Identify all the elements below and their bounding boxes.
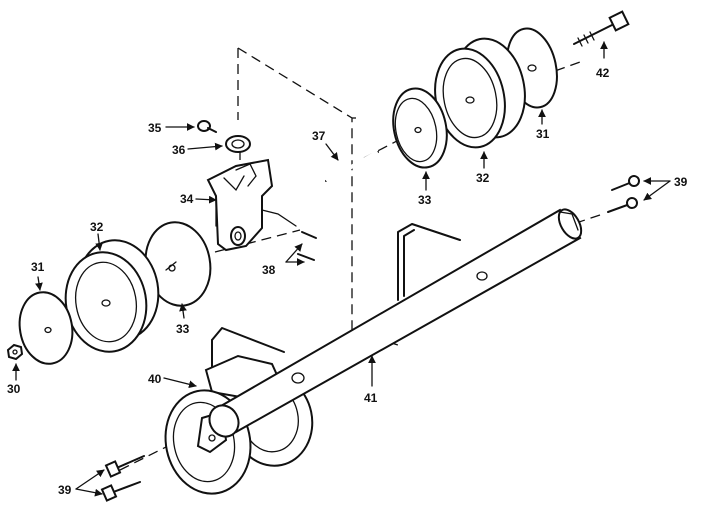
rear-rim-33: [392, 87, 448, 169]
front-wheel-32: [64, 239, 160, 353]
label-31-left: 31: [31, 260, 45, 274]
label-36: 36: [172, 143, 186, 157]
label-31-right: 31: [536, 127, 550, 141]
nut-30: [6, 343, 24, 361]
label-41: 41: [364, 391, 378, 405]
axle-pin-37: [325, 151, 379, 182]
label-35: 35: [148, 121, 162, 135]
screw-35: [197, 120, 217, 133]
label-33-right: 33: [418, 193, 432, 207]
label-42: 42: [596, 66, 610, 80]
label-38: 38: [262, 263, 276, 277]
bolts-39-left: [100, 455, 145, 502]
bracket-34: [206, 158, 297, 252]
label-32-right: 32: [476, 171, 490, 185]
rear-wheel-32: [434, 37, 526, 149]
fittings-38: [297, 231, 317, 261]
bolt-42: [573, 10, 630, 47]
front-hubcap-31: [18, 291, 74, 365]
label-39-right: 39: [674, 175, 688, 189]
bolts-39-right: [607, 175, 640, 213]
handle-frame: [211, 223, 461, 371]
label-32-left: 32: [90, 220, 104, 234]
label-34: 34: [180, 192, 194, 206]
axle-tube-41: [208, 208, 583, 438]
washer-36: [225, 135, 251, 153]
label-37: 37: [312, 129, 326, 143]
label-40: 40: [148, 372, 162, 386]
part-labels: 30 31 32 33 34 35 36 37 38 33 32 31 42 3…: [7, 66, 688, 497]
label-30: 30: [7, 382, 21, 396]
label-39-left: 39: [58, 483, 72, 497]
label-33-left: 33: [176, 322, 190, 336]
leader-arrows: [12, 41, 671, 497]
